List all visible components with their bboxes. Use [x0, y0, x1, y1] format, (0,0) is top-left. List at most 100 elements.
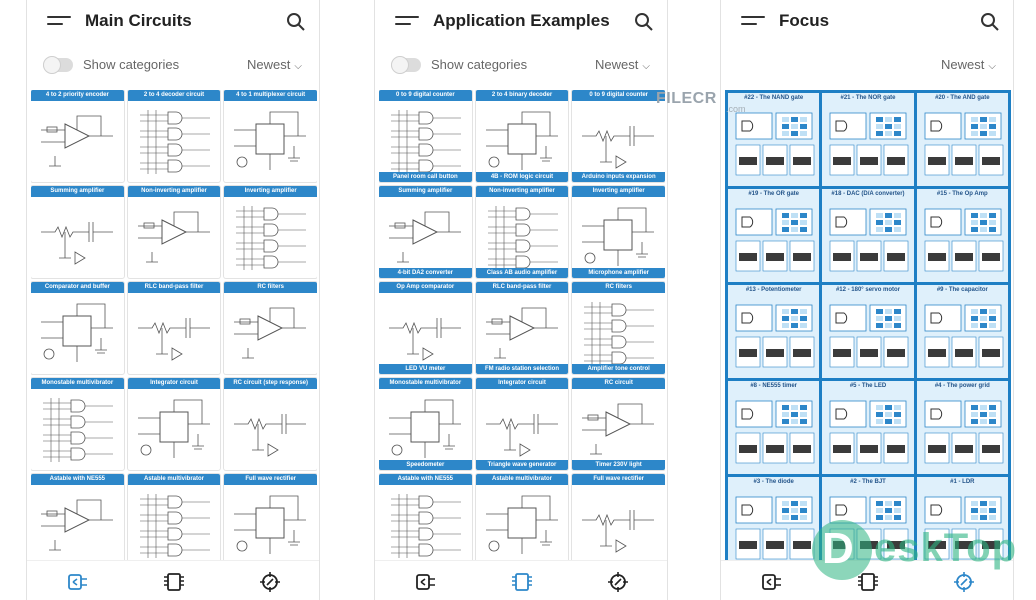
page-title: Main Circuits: [85, 11, 192, 30]
nav-circuits-icon[interactable]: [67, 571, 89, 593]
focus-card[interactable]: #4 - The power grid: [916, 381, 1008, 474]
schematic-thumbnail: [829, 112, 909, 176]
card-footer-label: Speedometer: [379, 460, 472, 470]
nav-circuits-icon[interactable]: [761, 571, 783, 593]
focus-card[interactable]: #12 - 180° servo motor: [822, 285, 914, 378]
focus-card[interactable]: #1 - LDR: [916, 477, 1008, 560]
nav-focus-icon[interactable]: [953, 571, 975, 593]
schematic-thumbnail: [43, 398, 113, 462]
show-categories-label: Show categories: [83, 57, 180, 72]
card-footer-label: LED VU meter: [379, 364, 472, 374]
circuit-card[interactable]: Astable with NE555: [31, 474, 124, 560]
circuit-card[interactable]: Astable with NE555: [379, 474, 472, 560]
search-icon[interactable]: [980, 12, 1000, 32]
focus-card[interactable]: #18 - DAC (D/A converter): [822, 189, 914, 282]
circuit-card[interactable]: Integrator circuit: [127, 378, 221, 470]
circuit-card[interactable]: 4 to 1 multiplexer circuit: [224, 90, 317, 182]
circuit-card[interactable]: Full wave rectifier: [224, 474, 317, 560]
circuit-card[interactable]: 2 to 4 decoder circuit: [127, 90, 221, 182]
show-categories-toggle[interactable]: [43, 56, 73, 74]
menu-icon[interactable]: [395, 16, 419, 28]
circuit-card[interactable]: 4 to 2 priority encoder: [31, 90, 124, 182]
schematic-thumbnail: [234, 414, 307, 457]
focus-card[interactable]: #15 - The Op Amp: [916, 189, 1008, 282]
circuit-card[interactable]: RLC band-pass filter: [127, 282, 221, 374]
circuit-card[interactable]: Full wave rectifier: [572, 474, 665, 560]
card-title: RC circuit (step response): [224, 378, 317, 389]
focus-card[interactable]: #19 - The OR gate: [728, 189, 820, 282]
circuit-card[interactable]: Summing amplifier: [31, 186, 124, 278]
search-icon[interactable]: [634, 12, 654, 32]
focus-card[interactable]: #9 - The capacitor: [916, 285, 1008, 378]
circuit-card[interactable]: Astable multivibrator: [475, 474, 569, 560]
circuit-card[interactable]: Non-inverting amplifier: [127, 186, 221, 278]
card-footer-label: 4-bit DA2 converter: [379, 268, 472, 278]
phone-main-circuits: Main Circuits Show categories Newest⌵ 4 …: [26, 0, 320, 600]
card-title: #20 - The AND gate: [916, 93, 1008, 104]
schematic-thumbnail: [735, 208, 815, 272]
circuit-card[interactable]: Astable multivibrator: [127, 474, 221, 560]
card-footer-label: Panel room call button: [379, 172, 472, 182]
filter-bar: Show categories Newest⌵: [27, 52, 319, 80]
filecr-watermark: FILECR .com: [656, 90, 746, 114]
focus-card[interactable]: #8 - NE555 timer: [728, 381, 820, 474]
search-icon[interactable]: [286, 12, 306, 32]
nav-applications-icon[interactable]: [511, 571, 533, 593]
schematic-thumbnail: [391, 494, 461, 558]
circuit-card[interactable]: Monostable multivibrator: [31, 378, 124, 470]
focus-card[interactable]: #5 - The LED: [822, 381, 914, 474]
circuit-card[interactable]: RC filters: [224, 282, 317, 374]
focus-card[interactable]: #21 - The NOR gate: [822, 93, 914, 186]
card-footer-label: Timer 230V light: [572, 460, 665, 470]
nav-applications-icon[interactable]: [163, 571, 185, 593]
menu-icon[interactable]: [47, 16, 71, 28]
schematic-thumbnail: [735, 304, 815, 368]
schematic-thumbnail: [582, 510, 655, 553]
sort-dropdown[interactable]: Newest⌵: [941, 57, 996, 72]
schematic-thumbnail: [485, 414, 558, 457]
filecr-watermark-sub: .com: [726, 104, 746, 114]
card-title: Astable with NE555: [31, 474, 124, 485]
card-title: Astable with NE555: [379, 474, 472, 485]
circuit-card[interactable]: Comparator and buffer: [31, 282, 124, 374]
schematic-thumbnail: [829, 304, 909, 368]
focus-card[interactable]: #13 - Potentiometer: [728, 285, 820, 378]
sort-dropdown[interactable]: Newest⌵: [247, 57, 302, 72]
card-title: Integrator circuit: [127, 378, 221, 389]
show-categories-toggle[interactable]: [391, 56, 421, 74]
schematic-thumbnail: [137, 318, 210, 361]
schematic-thumbnail: [389, 211, 461, 263]
menu-icon[interactable]: [741, 16, 765, 28]
schematic-thumbnail: [485, 307, 558, 359]
sort-dropdown[interactable]: Newest⌵: [595, 57, 650, 72]
card-title: #9 - The capacitor: [916, 285, 1008, 296]
nav-focus-icon[interactable]: [259, 571, 281, 593]
page-title: Application Examples: [433, 11, 610, 30]
card-title: Inverting amplifier: [572, 186, 665, 197]
desktop-watermark-badge: D: [812, 520, 872, 580]
schematic-thumbnail: [137, 211, 210, 263]
circuit-card[interactable]: RC circuit (step response): [224, 378, 317, 470]
nav-circuits-icon[interactable]: [415, 571, 437, 593]
card-title: #3 - The diode: [728, 477, 820, 488]
top-app-bar: Main Circuits: [27, 0, 319, 44]
focus-card[interactable]: #20 - The AND gate: [916, 93, 1008, 186]
focus-card[interactable]: #3 - The diode: [728, 477, 820, 560]
focus-card[interactable]: #22 - The NAND gate: [728, 93, 820, 186]
card-title: 2 to 4 binary decoder: [475, 90, 569, 101]
circuit-card[interactable]: Inverting amplifier: [224, 186, 317, 278]
nav-applications-icon[interactable]: [857, 571, 879, 593]
nav-focus-icon[interactable]: [607, 571, 629, 593]
